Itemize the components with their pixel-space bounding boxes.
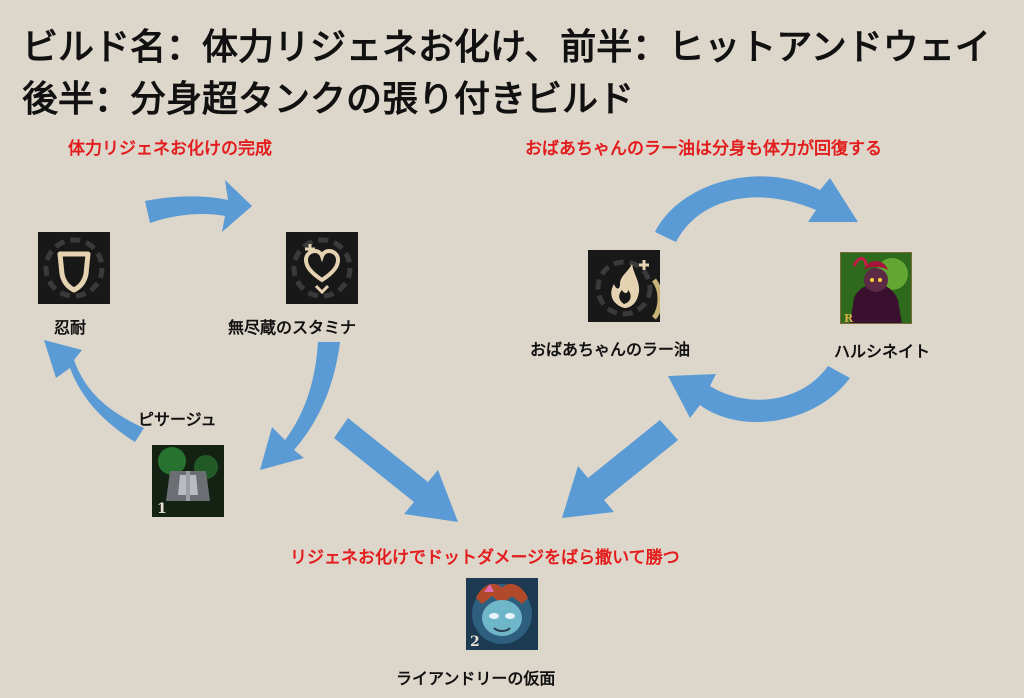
flame-icon bbox=[588, 250, 660, 322]
mask-badge: 2 bbox=[470, 634, 480, 650]
stamina-item-icon[interactable] bbox=[286, 232, 358, 304]
arrow-pisaju-to-nintai bbox=[44, 340, 144, 442]
armor-icon: 1 bbox=[152, 445, 224, 517]
caption-dot-damage-win: リジェネお化けでドットダメージをばら撒いて勝つ bbox=[290, 548, 680, 568]
build-title-line2: 後半：分身超タンクの張り付きビルド bbox=[22, 79, 635, 120]
halu-item-icon[interactable]: R bbox=[840, 252, 912, 324]
nintai-label: 忍耐 bbox=[54, 318, 87, 337]
stamina-label: 無尽蔵のスタミナ bbox=[228, 318, 357, 337]
rayu-label: おばあちゃんのラー油 bbox=[530, 340, 691, 359]
heart-plus-icon bbox=[286, 232, 358, 304]
champion-portrait-icon: R bbox=[840, 252, 912, 324]
arrow-halu-to-mask bbox=[562, 420, 678, 518]
build-title-line1: ビルド名：体力リジェネお化け、前半：ヒットアンドウェイ bbox=[22, 27, 991, 68]
mask-icon: 2 bbox=[466, 578, 538, 650]
nintai-item-icon[interactable] bbox=[38, 232, 110, 304]
pisaju-item-icon[interactable]: 1 bbox=[152, 445, 224, 517]
rayu-item-icon[interactable] bbox=[588, 250, 660, 322]
pisaju-badge: 1 bbox=[157, 501, 167, 517]
mask-label: ライアンドリーの仮面 bbox=[396, 669, 556, 688]
arrow-stamina-to-pisaju bbox=[260, 342, 340, 470]
shield-icon bbox=[38, 232, 110, 304]
arrow-halu-to-rayu bbox=[668, 366, 850, 423]
halu-badge: R bbox=[844, 312, 854, 324]
caption-rayu-clone-heal: おばあちゃんのラー油は分身も体力が回復する bbox=[525, 139, 882, 159]
arrow-rayu-to-halu bbox=[655, 176, 858, 242]
arrow-nintai-to-stamina bbox=[145, 180, 252, 232]
mask-item-icon[interactable]: 2 bbox=[466, 578, 538, 650]
pisaju-label: ピサージュ bbox=[138, 410, 217, 429]
halu-label: ハルシネイト bbox=[834, 342, 931, 361]
caption-regen-complete: 体力リジェネお化けの完成 bbox=[68, 139, 272, 159]
arrow-stamina-to-mask bbox=[334, 418, 458, 522]
